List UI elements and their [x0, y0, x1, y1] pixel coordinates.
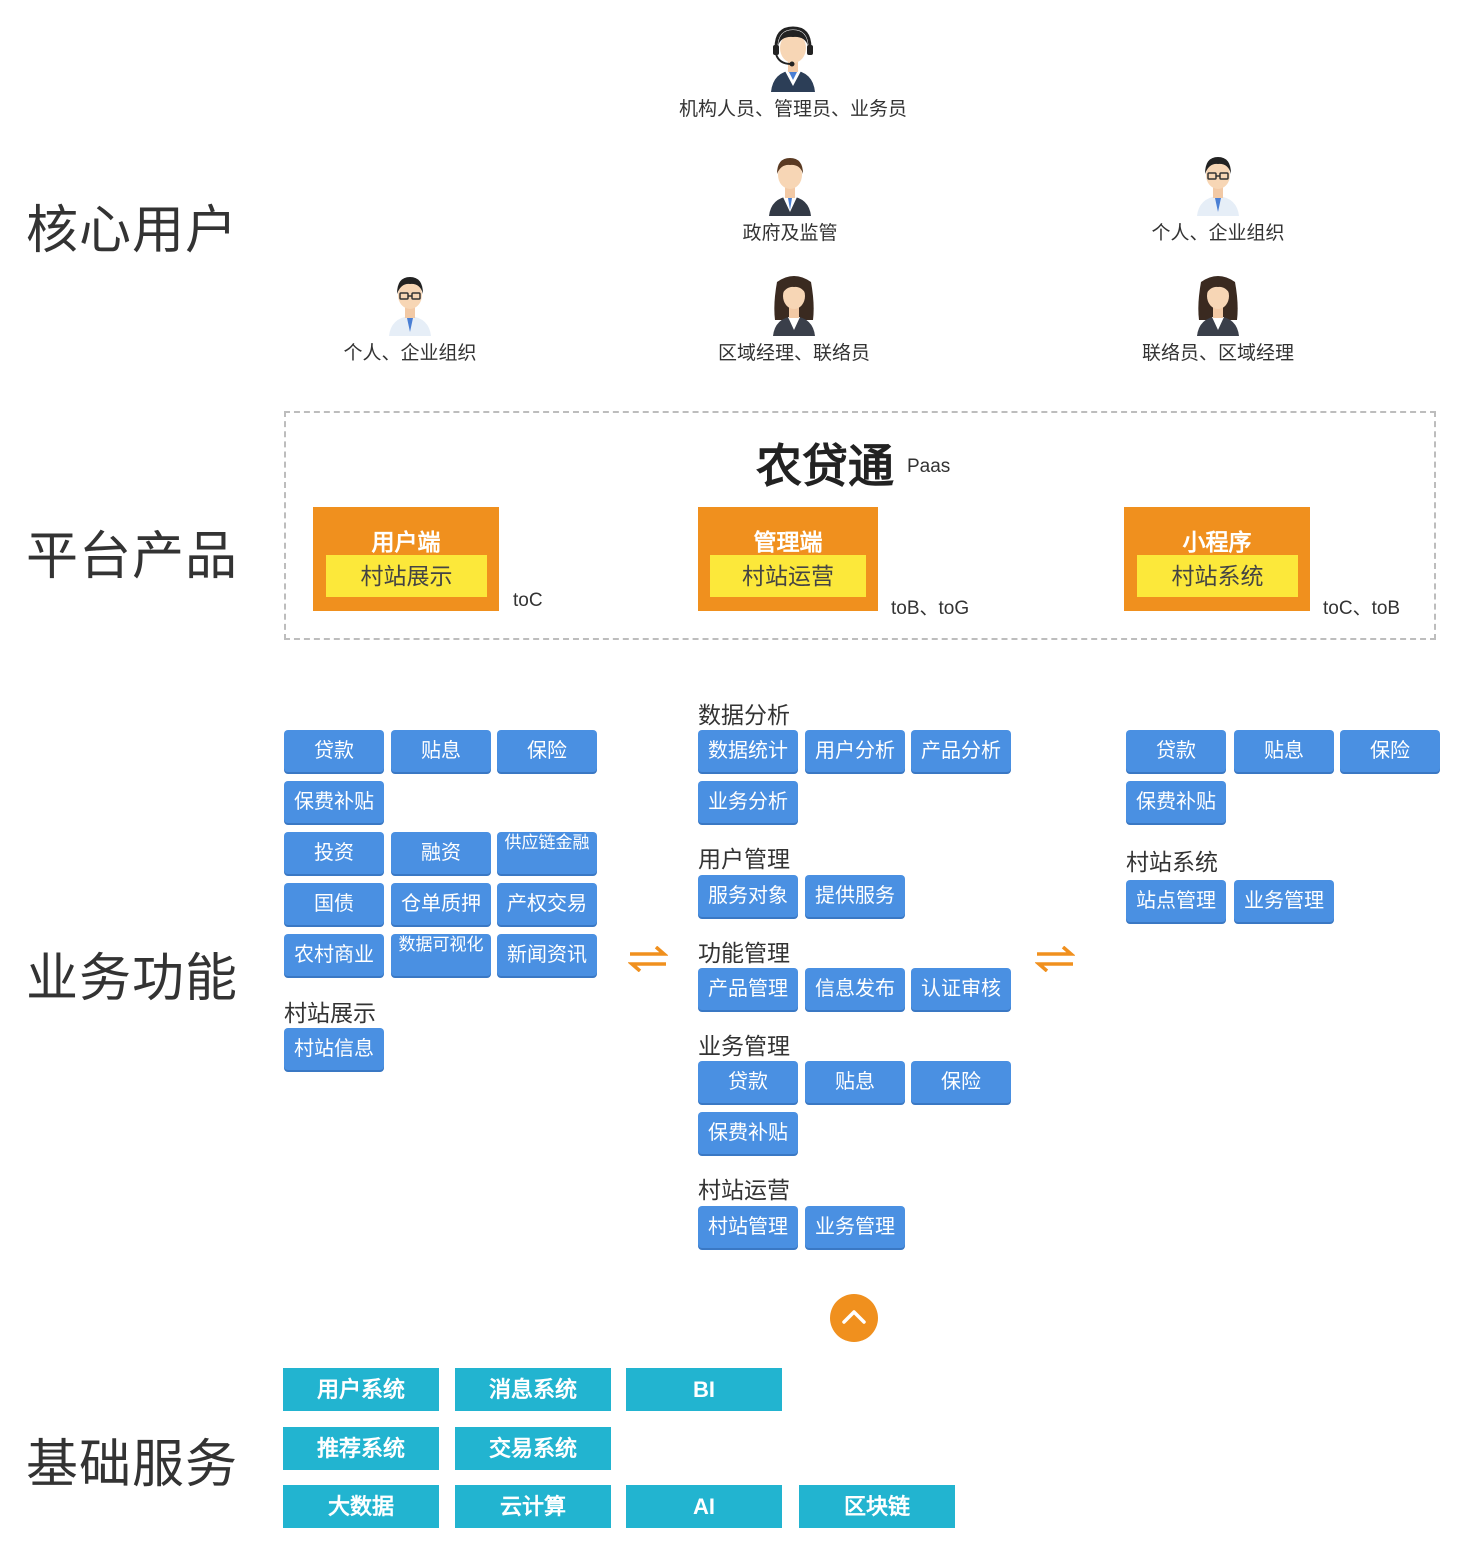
scroll-up-button[interactable] — [830, 1294, 878, 1342]
feature-group-title: 数据分析 — [698, 702, 790, 728]
feature-chip-certification-review[interactable]: 认证审核 — [911, 968, 1011, 1010]
feature-chip-data-stats[interactable]: 数据统计 — [698, 730, 798, 772]
user-label: 机构人员、管理员、业务员 — [678, 99, 907, 120]
feature-chip-loan[interactable]: 贷款 — [698, 1061, 798, 1103]
product-title: 小程序 — [1182, 529, 1252, 555]
feature-chip-supply-chain-finance[interactable]: 供应链金融 — [497, 832, 597, 874]
feature-chip-provide-service[interactable]: 提供服务 — [805, 875, 905, 917]
swap-arrows-icon — [1035, 946, 1075, 972]
feature-chip-interest-subsidy[interactable]: 贴息 — [391, 730, 491, 772]
user-individual-left: 个人、企业组织 — [290, 274, 530, 365]
feature-chip-premium-subsidy[interactable]: 保费补贴 — [1126, 781, 1226, 823]
feature-chip-insurance[interactable]: 保险 — [911, 1061, 1011, 1103]
woman-icon — [1197, 276, 1239, 336]
feature-chip-station-management[interactable]: 村站管理 — [698, 1206, 798, 1248]
user-regional-manager-right: 联络员、区域经理 — [1098, 274, 1338, 365]
feature-chip-loan[interactable]: 贷款 — [284, 730, 384, 772]
product-tag: toB、toG — [891, 598, 970, 619]
user-label: 政府及监管 — [742, 223, 838, 244]
product-admin-app[interactable]: 管理端 村站运营 — [698, 507, 878, 611]
feature-group-title: 村站系统 — [1126, 849, 1218, 875]
user-label: 联络员、区域经理 — [1141, 343, 1294, 364]
user-admin-staff: 机构人员、管理员、业务员 — [673, 24, 913, 121]
feature-group-title: 村站展示 — [284, 1000, 376, 1026]
feature-group-title: 业务管理 — [698, 1033, 790, 1059]
section-label-infra: 基础服务 — [26, 1436, 239, 1494]
feature-chip-premium-subsidy[interactable]: 保费补贴 — [284, 781, 384, 823]
man-glasses-icon — [1197, 157, 1239, 216]
product-module: 村站运营 — [710, 555, 866, 597]
section-label-core-users: 核心用户 — [26, 202, 239, 260]
platform-brand-sub: Paas — [907, 456, 951, 477]
user-label: 区域经理、联络员 — [717, 343, 870, 364]
feature-chip-property-trading[interactable]: 产权交易 — [497, 883, 597, 925]
feature-chip-investment[interactable]: 投资 — [284, 832, 384, 874]
service-user-system[interactable]: 用户系统 — [283, 1368, 439, 1411]
feature-chip-data-visualization[interactable]: 数据可视化 — [391, 934, 491, 976]
feature-chip-info-publish[interactable]: 信息发布 — [805, 968, 905, 1010]
feature-chip-insurance[interactable]: 保险 — [497, 730, 597, 772]
customer-service-agent-icon — [771, 26, 815, 92]
product-tag: toC — [513, 590, 543, 611]
service-recommendation-system[interactable]: 推荐系统 — [283, 1427, 439, 1470]
section-label-platform: 平台产品 — [26, 528, 239, 586]
product-module: 村站展示 — [326, 555, 487, 597]
service-bi[interactable]: BI — [626, 1368, 782, 1411]
feature-chip-user-analysis[interactable]: 用户分析 — [805, 730, 905, 772]
product-module: 村站系统 — [1137, 555, 1298, 597]
feature-chip-financing[interactable]: 融资 — [391, 832, 491, 874]
feature-chip-premium-subsidy[interactable]: 保费补贴 — [698, 1112, 798, 1154]
user-regional-manager-middle: 区域经理、联络员 — [674, 274, 914, 365]
chevron-up-icon — [842, 1310, 866, 1324]
feature-chip-interest-subsidy[interactable]: 贴息 — [805, 1061, 905, 1103]
feature-chip-warehouse-pledge[interactable]: 仓单质押 — [391, 883, 491, 925]
feature-chip-news[interactable]: 新闻资讯 — [497, 934, 597, 976]
service-cloud-computing[interactable]: 云计算 — [455, 1485, 611, 1528]
feature-chip-treasury-bond[interactable]: 国债 — [284, 883, 384, 925]
feature-chip-station-info[interactable]: 村站信息 — [284, 1028, 384, 1070]
government-man-icon — [769, 158, 811, 216]
swap-arrows-icon — [628, 946, 668, 972]
user-government: 政府及监管 — [670, 154, 910, 245]
feature-chip-business-management[interactable]: 业务管理 — [805, 1206, 905, 1248]
feature-chip-service-target[interactable]: 服务对象 — [698, 875, 798, 917]
feature-chip-site-management[interactable]: 站点管理 — [1126, 880, 1226, 922]
feature-group-title: 功能管理 — [698, 940, 790, 966]
service-message-system[interactable]: 消息系统 — [455, 1368, 611, 1411]
feature-chip-business-management[interactable]: 业务管理 — [1234, 880, 1334, 922]
platform-brand: 农贷通 — [756, 440, 894, 492]
feature-chip-product-analysis[interactable]: 产品分析 — [911, 730, 1011, 772]
feature-chip-rural-commerce[interactable]: 农村商业 — [284, 934, 384, 976]
product-title: 用户端 — [371, 529, 441, 555]
woman-icon — [773, 276, 815, 336]
man-glasses-icon — [389, 277, 431, 336]
feature-chip-interest-subsidy[interactable]: 贴息 — [1234, 730, 1334, 772]
feature-group-title: 村站运营 — [698, 1177, 790, 1203]
feature-group-title: 用户管理 — [698, 846, 790, 872]
user-individual-right: 个人、企业组织 — [1098, 154, 1338, 245]
product-mini-program[interactable]: 小程序 村站系统 — [1124, 507, 1310, 611]
service-blockchain[interactable]: 区块链 — [799, 1485, 955, 1528]
feature-chip-product-management[interactable]: 产品管理 — [698, 968, 798, 1010]
product-title: 管理端 — [753, 529, 823, 555]
section-label-business: 业务功能 — [26, 950, 239, 1008]
user-label: 个人、企业组织 — [343, 343, 477, 364]
service-trading-system[interactable]: 交易系统 — [455, 1427, 611, 1470]
feature-chip-insurance[interactable]: 保险 — [1340, 730, 1440, 772]
service-big-data[interactable]: 大数据 — [283, 1485, 439, 1528]
feature-chip-business-analysis[interactable]: 业务分析 — [698, 781, 798, 823]
service-ai[interactable]: AI — [626, 1485, 782, 1528]
feature-chip-loan[interactable]: 贷款 — [1126, 730, 1226, 772]
platform-container — [284, 411, 1436, 640]
product-user-app[interactable]: 用户端 村站展示 — [313, 507, 499, 611]
product-tag: toC、toB — [1323, 598, 1401, 619]
user-label: 个人、企业组织 — [1151, 223, 1285, 244]
